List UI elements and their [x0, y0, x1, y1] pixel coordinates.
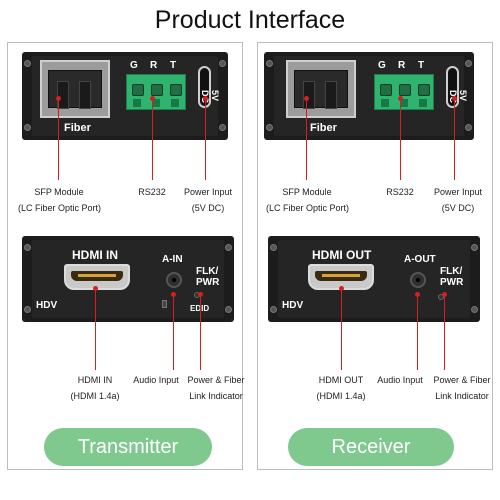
hdmi-in-label: HDMI IN: [72, 248, 118, 262]
brand-label: HDV: [36, 300, 57, 311]
sfp-caption: SFP Module: [18, 184, 100, 200]
led-caption: Power & Fiber: [430, 372, 494, 388]
hdmi-caption: HDMI OUT: [304, 372, 378, 388]
callout-line: [205, 98, 206, 180]
sfp-caption-sub: (LC Fiber Optic Port): [266, 200, 348, 216]
transmitter-rear-panel: Fiber G R T 5V DC: [22, 52, 228, 140]
power-caption: Power Input: [428, 184, 488, 200]
terminal-r-label: R: [150, 60, 157, 71]
audio-in-label: A-IN: [162, 254, 183, 265]
screw-icon: [270, 244, 277, 251]
callout-line: [95, 288, 96, 370]
callout-line: [173, 294, 174, 370]
rs232-terminal-block[interactable]: [374, 74, 434, 110]
audio-caption: Audio Input: [128, 372, 184, 388]
audio-out-label: A-OUT: [404, 254, 436, 265]
hdmi-caption-sub: (HDMI 1.4a): [304, 388, 378, 404]
callout-line: [306, 98, 307, 180]
callout-line: [200, 294, 201, 370]
fiber-label: Fiber: [64, 122, 91, 134]
screw-icon: [266, 124, 273, 131]
page-title: Product Interface: [0, 6, 500, 35]
hdmi-caption: HDMI IN: [60, 372, 130, 388]
power-caption-sub: (5V DC): [428, 200, 488, 216]
callout-line: [400, 98, 401, 180]
callout-line: [58, 98, 59, 180]
sfp-port[interactable]: [286, 60, 356, 118]
screw-icon: [465, 124, 472, 131]
screw-icon: [225, 306, 232, 313]
screw-icon: [219, 60, 226, 67]
audio-caption: Audio Input: [372, 372, 428, 388]
callout-line: [417, 294, 418, 370]
screw-icon: [24, 60, 31, 67]
callout-line: [152, 98, 153, 180]
rs232-caption: RS232: [376, 184, 424, 200]
power-caption-sub: (5V DC): [178, 200, 238, 216]
transmitter-label: Transmitter: [44, 428, 212, 466]
led-caption: Power & Fiber: [184, 372, 248, 388]
screw-icon: [270, 306, 277, 313]
pwr-label: PWR: [196, 277, 219, 288]
power-caption: Power Input: [178, 184, 238, 200]
terminal-t-label: T: [418, 60, 424, 71]
rs232-caption: RS232: [128, 184, 176, 200]
rs232-terminal-block[interactable]: [126, 74, 186, 110]
hdmi-out-label: HDMI OUT: [312, 248, 371, 262]
screw-icon: [225, 244, 232, 251]
receiver-rear-panel: Fiber G R T 5V DC: [264, 52, 474, 140]
screw-icon: [471, 244, 478, 251]
audio-jack[interactable]: [410, 272, 426, 288]
receiver-front-panel: HDMI OUT HDV A-OUT FLK/ PWR: [268, 236, 480, 322]
led-caption-sub: Link Indicator: [430, 388, 494, 404]
power-5vdc-label: 5V DC: [448, 90, 468, 103]
receiver-label: Receiver: [288, 428, 454, 466]
terminal-t-label: T: [170, 60, 176, 71]
terminal-r-label: R: [398, 60, 405, 71]
screw-icon: [465, 60, 472, 67]
terminal-g-label: G: [130, 60, 138, 71]
led-caption-sub: Link Indicator: [184, 388, 248, 404]
screw-icon: [24, 244, 31, 251]
fiber-label: Fiber: [310, 122, 337, 134]
sfp-port[interactable]: [40, 60, 110, 118]
screw-icon: [219, 124, 226, 131]
terminal-g-label: G: [378, 60, 386, 71]
sfp-caption-sub: (LC Fiber Optic Port): [18, 200, 100, 216]
brand-label: HDV: [282, 300, 303, 311]
sfp-caption: SFP Module: [266, 184, 348, 200]
hdmi-caption-sub: (HDMI 1.4a): [60, 388, 130, 404]
screw-icon: [24, 306, 31, 313]
screw-icon: [471, 306, 478, 313]
screw-icon: [24, 124, 31, 131]
transmitter-front-panel: HDMI IN HDV A-IN FLK/ PWR EDID: [22, 236, 234, 322]
pwr-label: PWR: [440, 277, 463, 288]
callout-line: [454, 98, 455, 180]
callout-line: [444, 294, 445, 370]
flk-label: FLK/: [440, 266, 462, 277]
callout-line: [341, 288, 342, 370]
audio-jack[interactable]: [166, 272, 182, 288]
flk-label: FLK/: [196, 266, 218, 277]
screw-icon: [266, 60, 273, 67]
edid-button[interactable]: [162, 300, 167, 308]
